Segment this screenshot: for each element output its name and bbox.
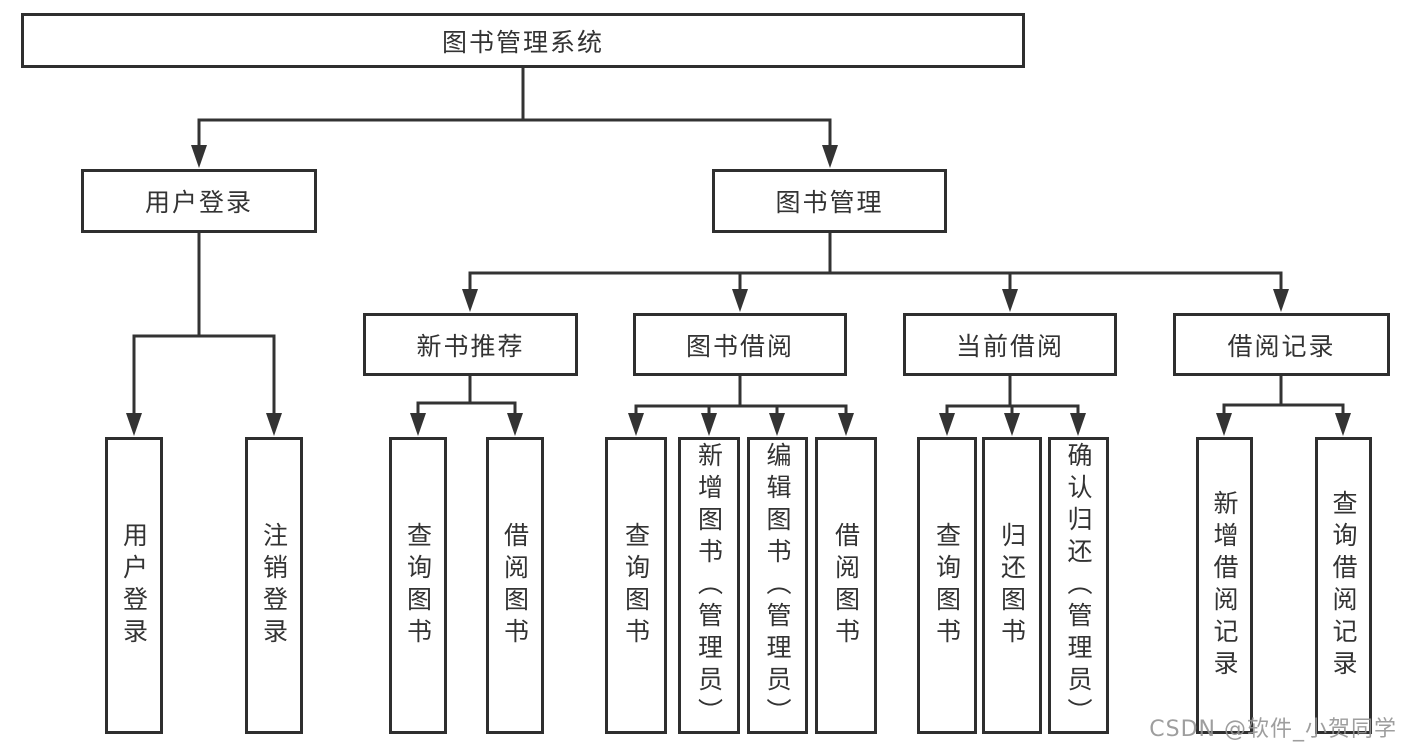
arrowhead <box>939 413 955 436</box>
node-current-borrow: 当前借阅 <box>903 313 1117 376</box>
connector-records-children <box>1222 375 1345 414</box>
arrowhead <box>732 289 748 312</box>
node-label: 用户登录 <box>144 188 253 217</box>
arrowhead <box>1216 413 1232 436</box>
connector-root-to-level2 <box>197 68 832 145</box>
arrowhead <box>769 413 785 436</box>
arrowhead <box>462 289 478 312</box>
node-new-book-recommend: 新书推荐 <box>363 313 578 376</box>
leaf-borrow-borrow-books: 借阅图书 <box>815 437 877 734</box>
node-book-borrow: 图书借阅 <box>633 313 847 376</box>
arrowhead <box>822 145 838 168</box>
node-label: 当前借阅 <box>955 331 1064 361</box>
node-label: 查询借阅记录 <box>1329 489 1358 682</box>
connector-user-login-children <box>132 232 276 414</box>
node-label: 图书借阅 <box>685 331 794 361</box>
arrowhead <box>1273 289 1289 312</box>
node-label: 借阅记录 <box>1227 331 1336 361</box>
node-borrow-records: 借阅记录 <box>1173 313 1390 376</box>
connector-newbook-children <box>416 375 517 414</box>
arrowhead <box>1335 413 1351 436</box>
leaf-newbook-query-books: 查询图书 <box>389 437 447 734</box>
arrowhead <box>507 413 523 436</box>
arrowhead <box>1002 289 1018 312</box>
leaf-newbook-borrow-books: 借阅图书 <box>486 437 544 734</box>
connector-borrow-children <box>634 375 848 414</box>
leaf-current-confirm-return-admin: 确认归还（管理员） <box>1048 437 1109 734</box>
leaf-records-add-record: 新增借阅记录 <box>1196 437 1253 734</box>
connector-book-mgmt-to-level3 <box>468 232 1283 290</box>
node-user-login: 用户登录 <box>81 169 317 233</box>
node-label: 确认归还（管理员） <box>1064 441 1093 730</box>
arrowhead <box>701 413 717 436</box>
leaf-current-return-books: 归还图书 <box>982 437 1042 734</box>
node-label: 注销登录 <box>259 521 289 650</box>
node-label: 新增借阅记录 <box>1210 489 1239 682</box>
arrowhead <box>1070 413 1086 436</box>
node-label: 用户登录 <box>119 521 149 650</box>
connector-current-children <box>945 375 1080 414</box>
arrowhead <box>1004 413 1020 436</box>
node-label: 查询图书 <box>621 521 651 650</box>
csdn-watermark: CSDN @软件_小贺同学 <box>1149 717 1397 742</box>
node-book-management: 图书管理 <box>712 169 947 233</box>
node-label: 借阅图书 <box>500 521 530 650</box>
leaf-borrow-add-books-admin: 新增图书（管理员） <box>678 437 740 734</box>
arrowhead <box>191 145 207 168</box>
node-label: 查询图书 <box>403 521 433 650</box>
leaf-user-login: 用户登录 <box>105 437 163 734</box>
arrowhead <box>266 413 282 436</box>
leaf-logout: 注销登录 <box>245 437 303 734</box>
arrowhead <box>126 413 142 436</box>
node-label: 新增图书（管理员） <box>694 441 724 730</box>
node-label: 借阅图书 <box>831 521 861 650</box>
arrowhead <box>410 413 426 436</box>
node-label: 新书推荐 <box>416 331 525 361</box>
leaf-borrow-query-books: 查询图书 <box>605 437 667 734</box>
node-label: 查询图书 <box>932 521 962 650</box>
node-label: 编辑图书（管理员） <box>763 441 792 730</box>
leaf-records-query-record: 查询借阅记录 <box>1315 437 1372 734</box>
leaf-borrow-edit-books-admin: 编辑图书（管理员） <box>747 437 808 734</box>
node-label: 图书管理系统 <box>441 27 604 57</box>
arrowhead <box>628 413 644 436</box>
node-library-system: 图书管理系统 <box>21 13 1025 68</box>
node-label: 归还图书 <box>997 521 1027 650</box>
node-label: 图书管理 <box>775 188 884 217</box>
leaf-current-query-books: 查询图书 <box>917 437 977 734</box>
arrowhead <box>838 413 854 436</box>
